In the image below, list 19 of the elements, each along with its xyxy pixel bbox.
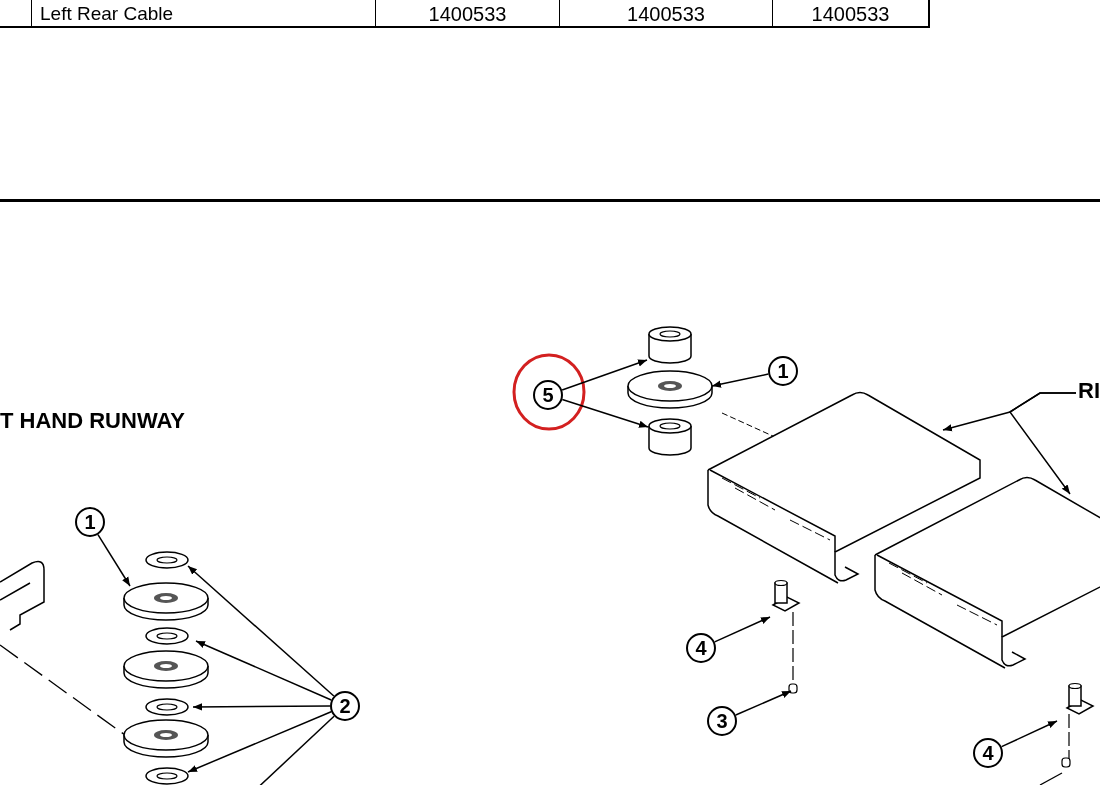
leader-line bbox=[711, 373, 770, 388]
callout-number: 1 bbox=[768, 356, 798, 386]
callout-number: 1 bbox=[75, 507, 105, 537]
callout-number: 4 bbox=[686, 633, 716, 663]
leader-line bbox=[1008, 392, 1077, 495]
leader-line bbox=[195, 640, 332, 701]
leader-line bbox=[187, 711, 332, 773]
table-cell: 1400533 bbox=[560, 0, 773, 26]
callout-number: 3 bbox=[707, 706, 737, 736]
callout-text: RI bbox=[1078, 380, 1100, 402]
callout-number: 5 bbox=[533, 380, 563, 410]
runway-title: T HAND RUNWAY bbox=[0, 410, 185, 432]
callout-number: 4 bbox=[973, 738, 1003, 768]
table-cell: 1400533 bbox=[376, 0, 560, 26]
callout-number: 2 bbox=[330, 691, 360, 721]
leader-line bbox=[187, 565, 335, 697]
table-cell-text: 1400533 bbox=[810, 2, 891, 26]
table-cell: Left Rear Cable bbox=[32, 0, 376, 26]
leader-line bbox=[192, 703, 331, 711]
